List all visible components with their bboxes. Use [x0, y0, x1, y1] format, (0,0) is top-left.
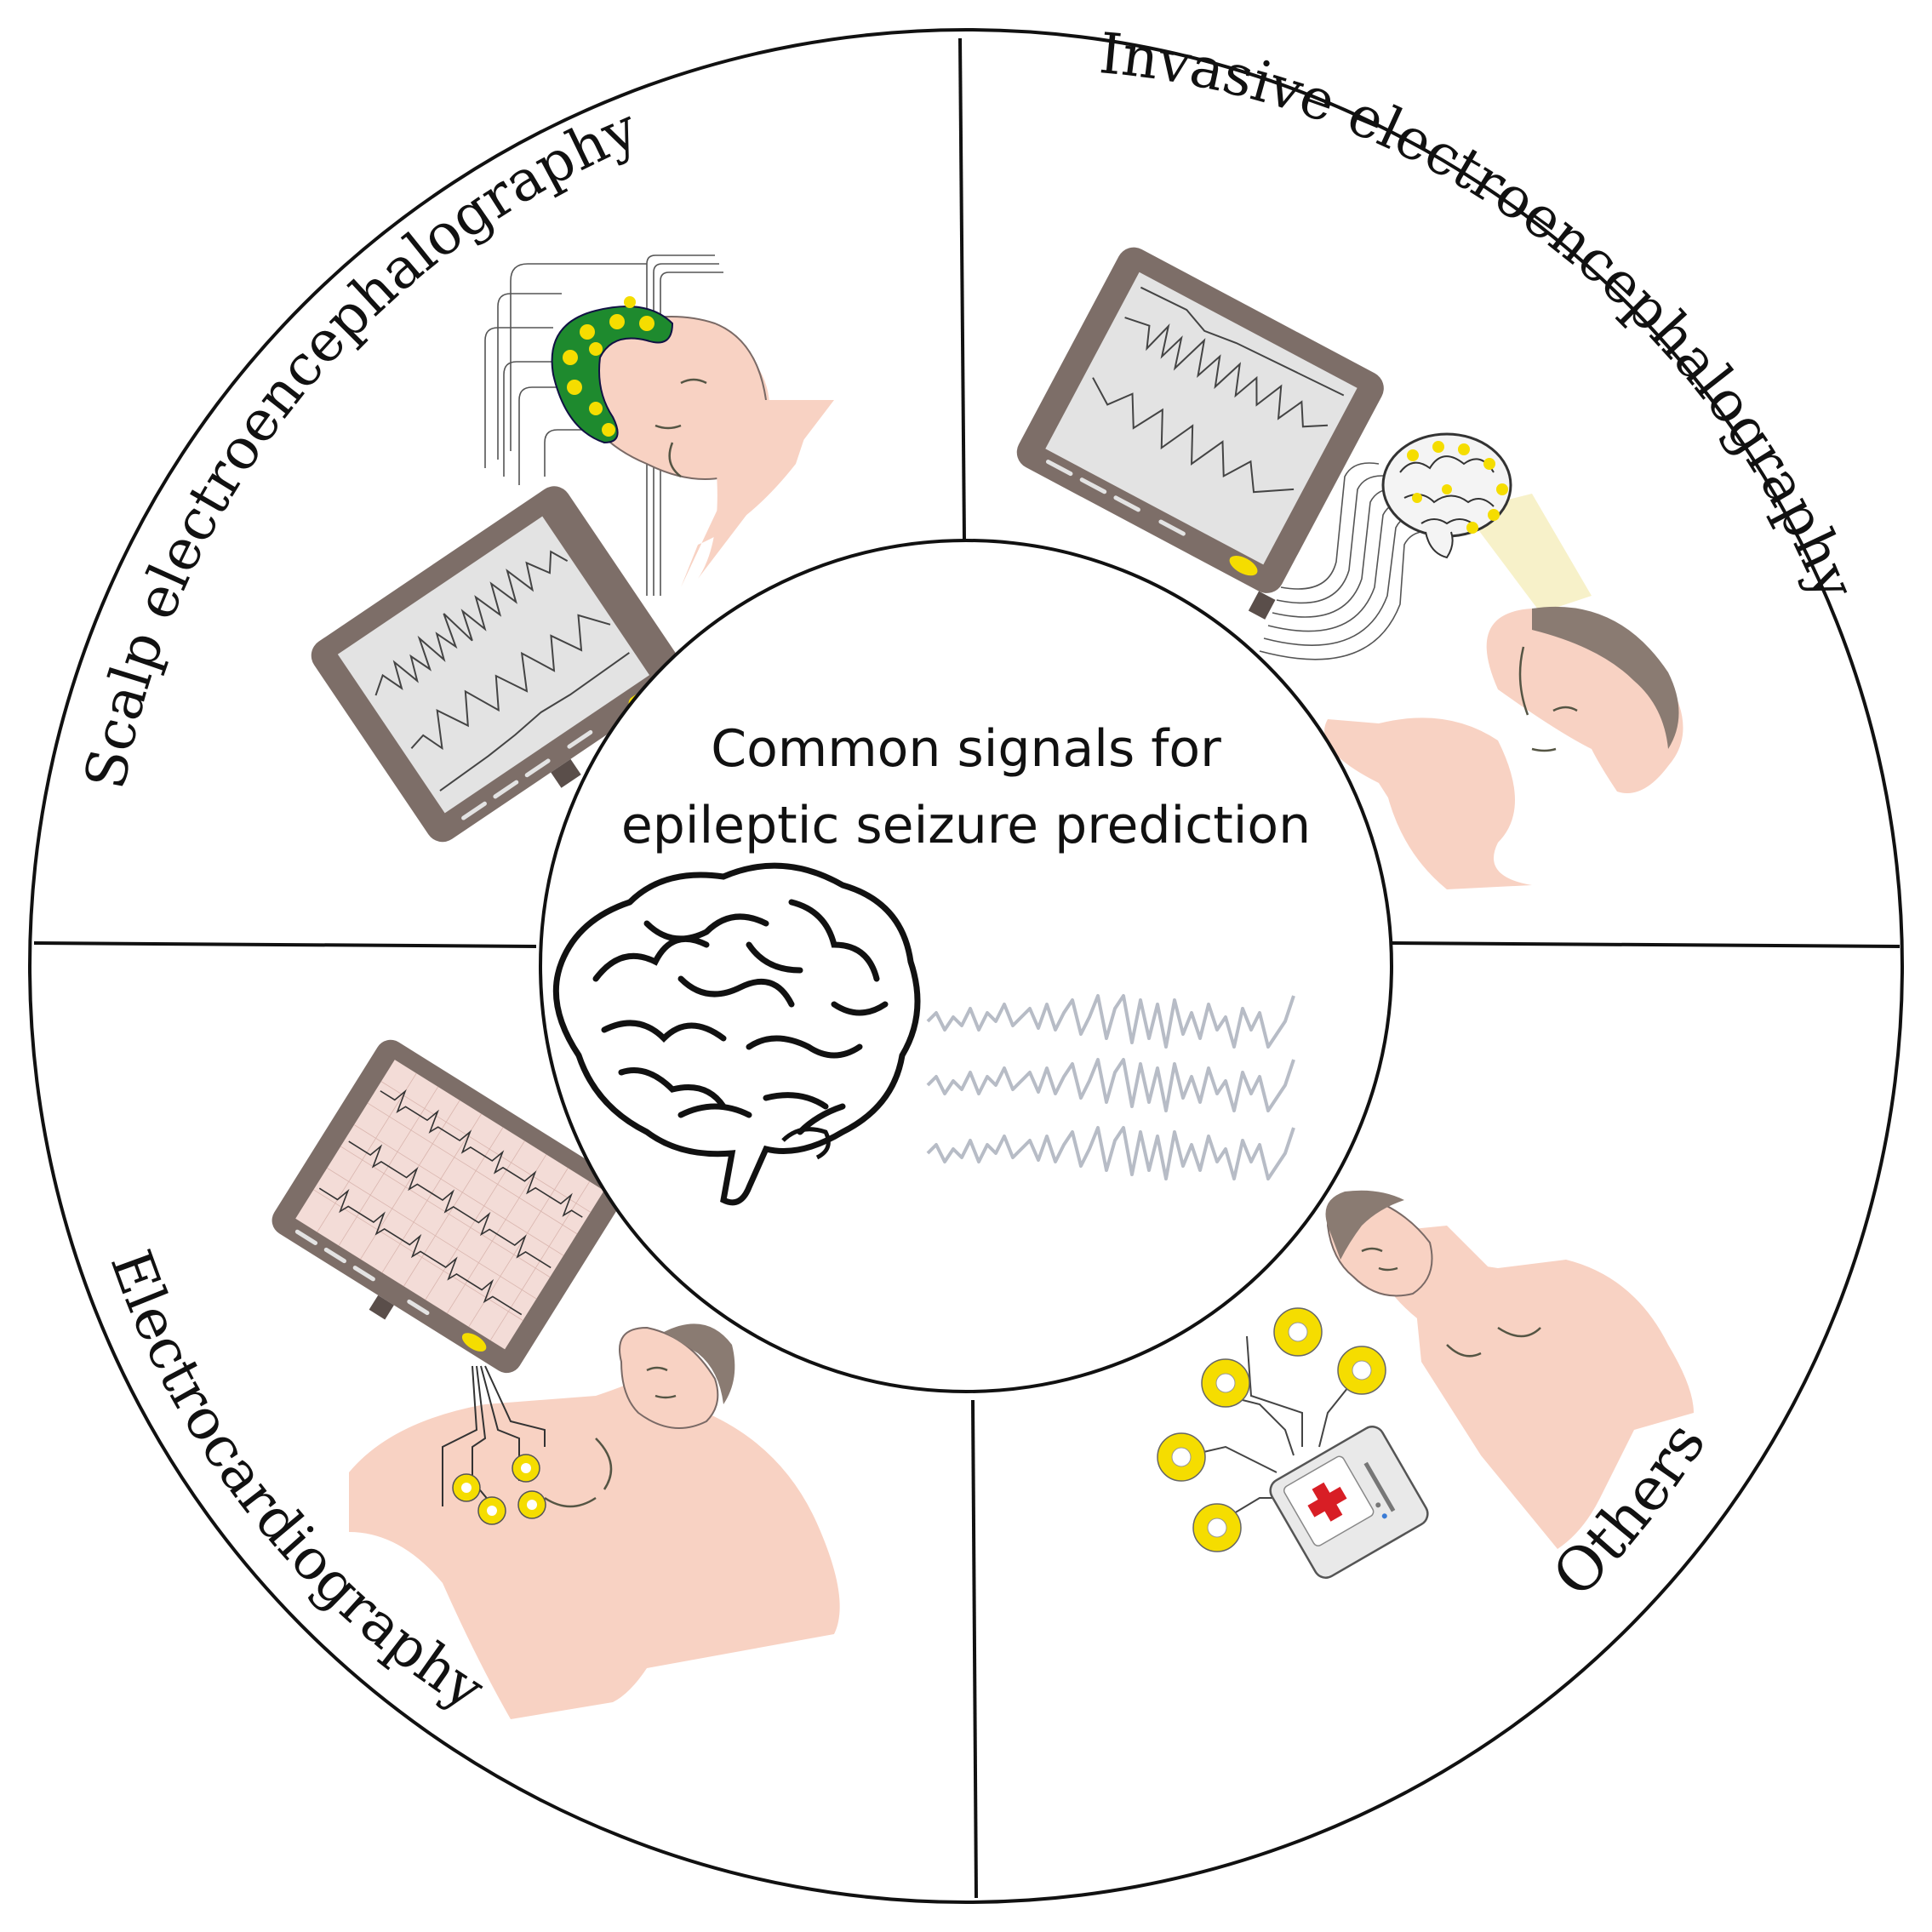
- center-title-line1: Common signals for: [711, 719, 1221, 779]
- divider-top: [958, 37, 966, 541]
- spotlight: [1464, 494, 1592, 613]
- electrode-icon: [512, 1454, 540, 1483]
- electrode-icon: [602, 423, 615, 437]
- divider-right: [1391, 941, 1901, 948]
- eeg-cap-icon: [551, 296, 674, 444]
- electrode-icon: [452, 1473, 481, 1502]
- divider-bottom: [971, 1399, 978, 1899]
- eeg-wires: [484, 254, 723, 596]
- electrode-icon: [589, 342, 603, 356]
- patient-torso-icon: [1325, 1190, 1694, 1549]
- electrode-icon: [1458, 443, 1470, 455]
- electrode-icon: [639, 316, 654, 331]
- divider-left: [33, 941, 537, 948]
- monitor-icon: [272, 1039, 626, 1374]
- monitor-icon: [1016, 247, 1384, 620]
- center-title-line2: epileptic seizure prediction: [621, 796, 1311, 855]
- exposed-brain-icon: [1381, 432, 1512, 559]
- electrode-icon: [1496, 483, 1508, 495]
- electrode-icon: [1488, 509, 1500, 521]
- electrode-icon: [563, 350, 578, 365]
- electrode-icon: [589, 402, 603, 415]
- electrode-icon: [517, 1490, 546, 1519]
- electrode-icon: [1407, 449, 1419, 461]
- electrode-icon: [1432, 441, 1444, 453]
- electrode-icon: [1483, 458, 1495, 470]
- electrode-icon: [1157, 1432, 1206, 1482]
- electrode-icon: [1442, 484, 1452, 494]
- electrode-icon: [1273, 1307, 1323, 1357]
- device-electrodes: [1157, 1307, 1386, 1552]
- electrode-icon: [580, 324, 595, 340]
- electrode-icon: [609, 314, 625, 329]
- electrode-icon: [1192, 1503, 1242, 1552]
- medical-device-icon: [1269, 1426, 1429, 1579]
- brain-icon: [552, 862, 921, 1206]
- center-hub: Common signals for epileptic seizure pre…: [539, 539, 1393, 1393]
- electrode-icon: [624, 296, 636, 308]
- electrode-icon: [1466, 522, 1478, 534]
- eeg-wave-icon: [926, 994, 1295, 1180]
- electrode-icon: [477, 1496, 506, 1525]
- electrode-icon: [1201, 1358, 1250, 1408]
- electrode-icon: [1412, 493, 1422, 503]
- electrode-icon: [1337, 1346, 1386, 1395]
- patient-head-icon: [568, 316, 834, 587]
- electrode-icon: [567, 380, 582, 395]
- ecg-electrodes: [452, 1454, 546, 1525]
- patient-head-icon: [1324, 606, 1683, 889]
